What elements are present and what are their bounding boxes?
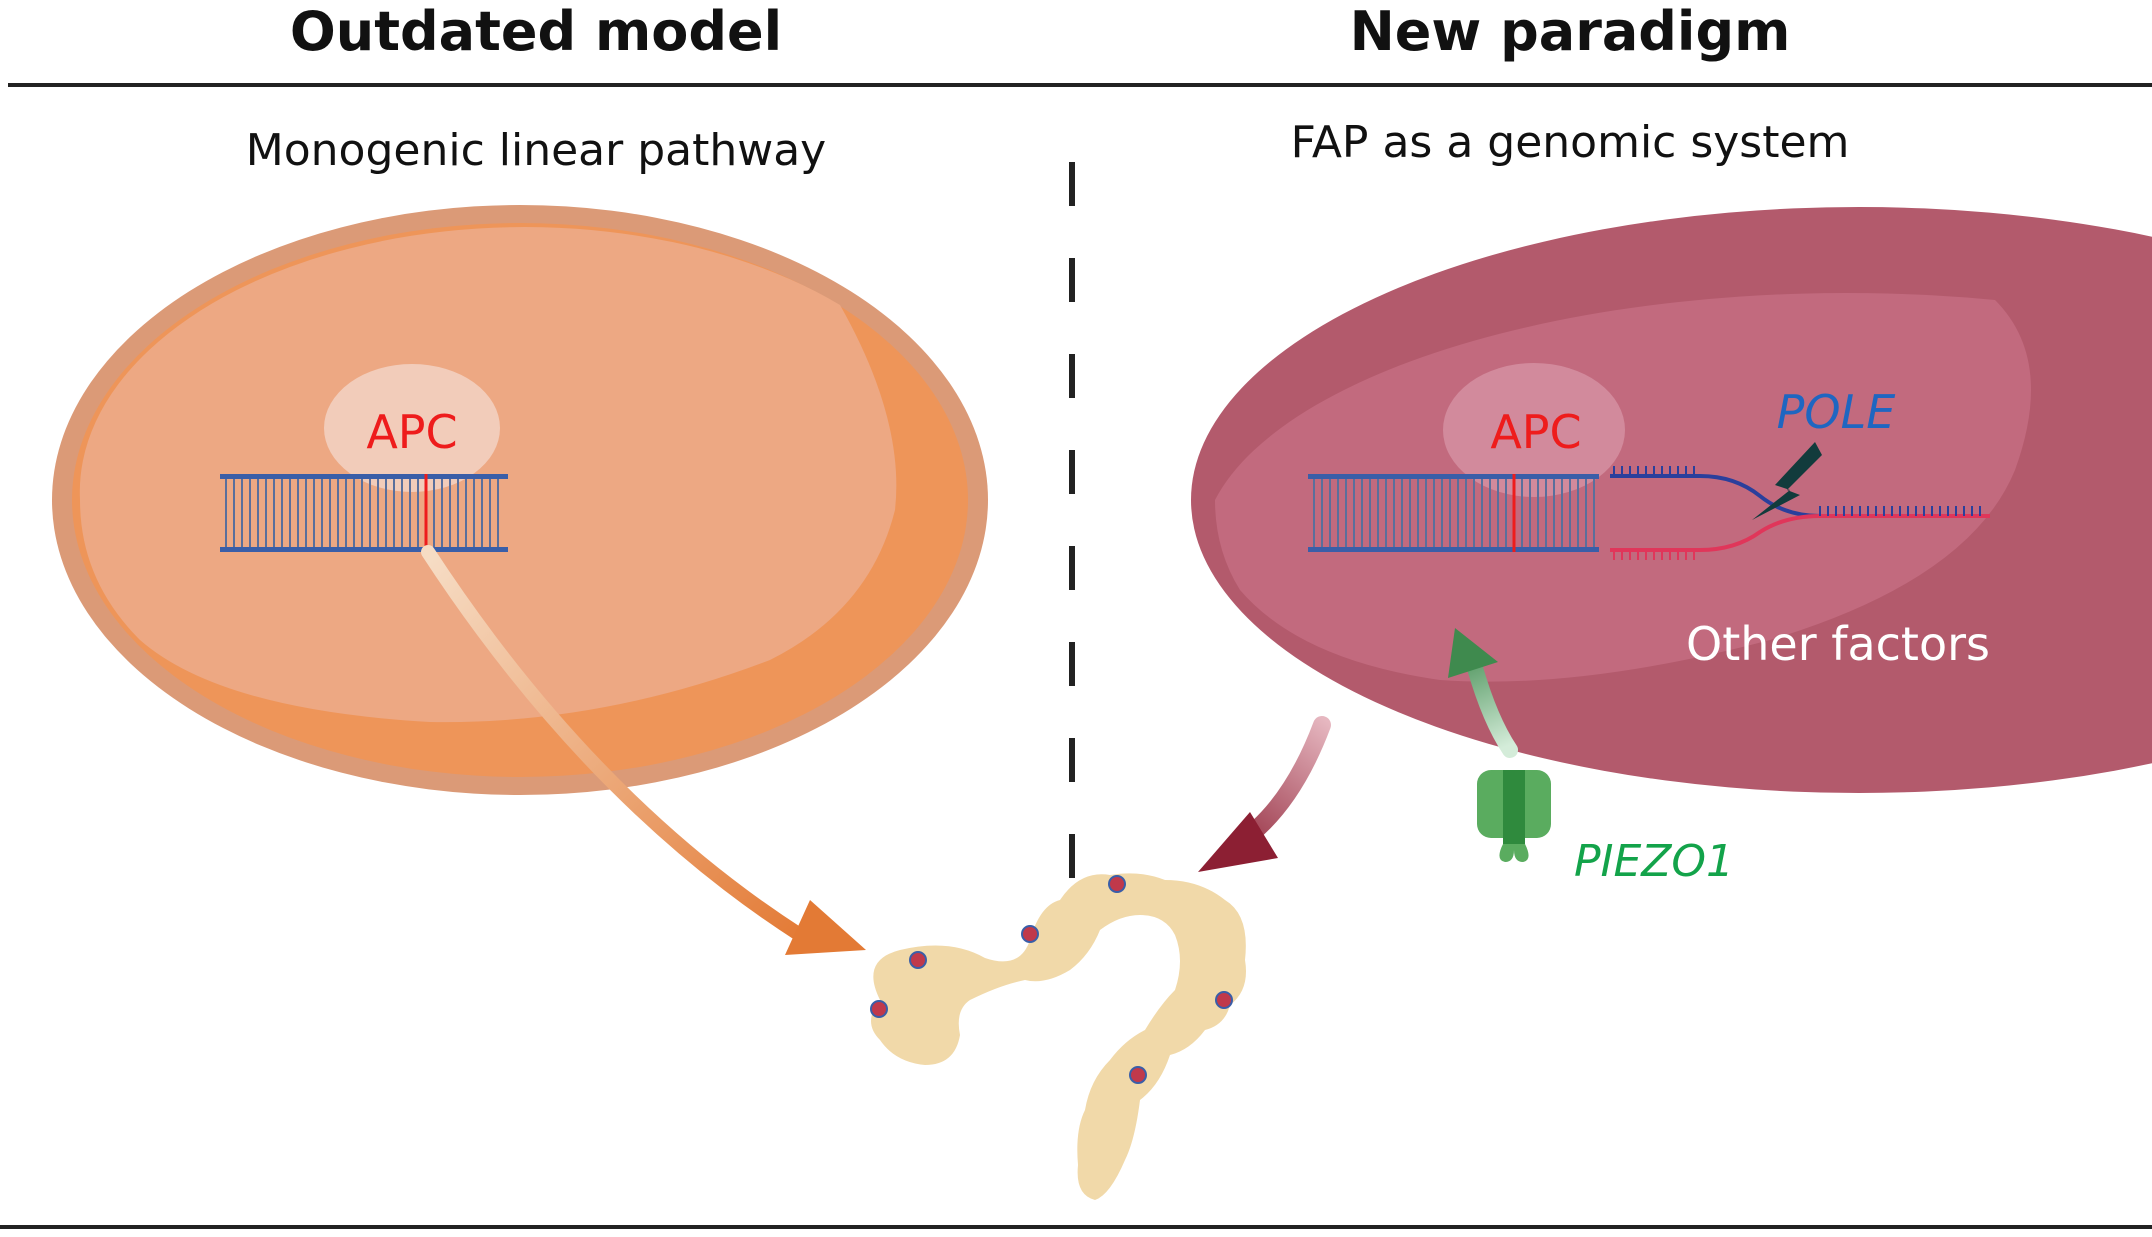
other-factors-label: Other factors: [1686, 617, 1990, 671]
piezo1-label: PIEZO1: [1574, 836, 1734, 887]
right-apc-nucleus: [1443, 363, 1625, 497]
left-apc-label: APC: [366, 405, 457, 459]
left-panel-subtitle: Monogenic linear pathway: [246, 125, 826, 176]
ion-channel-icon: [1477, 770, 1551, 862]
maroon-pathway-arrow: [1198, 716, 1331, 872]
lightning-bolt-icon: [1752, 442, 1822, 520]
left-apc-nucleus: [324, 364, 500, 492]
left-cell: [52, 205, 988, 795]
left-dna-double-helix-icon: [220, 474, 508, 552]
orange-pathway-arrow: [421, 545, 866, 955]
green-signal-arrow: [1448, 628, 1518, 758]
right-header-title: New paradigm: [1350, 0, 1791, 63]
pole-label: POLE: [1777, 385, 1896, 439]
right-cell: [1191, 207, 2152, 793]
colon-icon: [870, 873, 1246, 1200]
left-header-title: Outdated model: [290, 0, 782, 63]
dna-strand-separation-icon: [1610, 466, 1990, 560]
right-dna-double-helix-icon: [1308, 474, 1599, 552]
right-apc-label: APC: [1490, 405, 1581, 459]
right-panel-subtitle: FAP as a genomic system: [1291, 117, 1850, 168]
